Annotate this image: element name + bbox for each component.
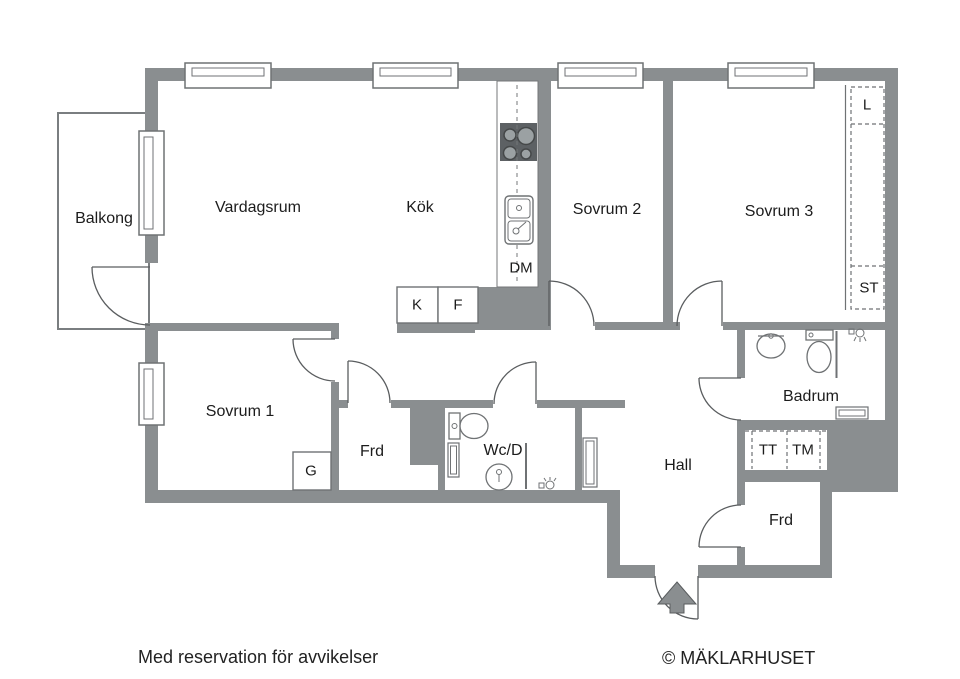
wall-segment: [827, 420, 898, 492]
room-label-badrum: Badrum: [782, 388, 840, 405]
wall-segment: [575, 408, 582, 490]
fixture-label-tm: TM: [792, 441, 814, 459]
disclaimer-text: Med reservation för avvikelser: [138, 647, 379, 667]
fixture-label-g: G: [305, 462, 317, 480]
radiator-icon: [447, 442, 460, 478]
shower-head-icon: [538, 477, 557, 490]
room-label-vardagsrum: Vardagsrum: [215, 199, 301, 216]
room-label-sovrum3: Sovrum 3: [744, 203, 814, 220]
door-swing-sovrum2: [548, 280, 595, 327]
wall-segment: [475, 287, 551, 330]
kitchen-counter: [496, 80, 539, 288]
wall-segment: [145, 325, 158, 503]
wall-segment: [820, 482, 832, 578]
wall-segment: [145, 323, 339, 331]
door-swing-sovrum3: [676, 280, 723, 327]
entrance-arrow-icon: [656, 581, 698, 614]
wc-sink-icon: [485, 463, 513, 491]
room-label-frd-entry: Frd: [769, 512, 793, 529]
bathroom-sink-icon: [756, 333, 786, 359]
stove-icon: [500, 123, 537, 161]
wall-segment: [331, 400, 348, 408]
fixture-label-dm: DM: [509, 259, 533, 277]
wall-segment: [738, 420, 827, 430]
wall-segment: [885, 68, 898, 430]
fixture-label-f: F: [453, 296, 463, 314]
wall-segment: [663, 81, 673, 322]
room-label-frd-inner: Frd: [360, 443, 384, 460]
copyright-text: © MÄKLARHUSET: [662, 648, 816, 668]
wall-segment: [331, 382, 339, 490]
kitchen-sink-icon: [504, 195, 534, 245]
laundry-appliances: [745, 430, 827, 469]
wall-segment: [698, 565, 832, 578]
wall-segment: [145, 68, 898, 81]
fixture-label-tt: TT: [758, 441, 778, 459]
wall-segment: [537, 400, 625, 408]
wall-segment: [145, 490, 620, 503]
radiator-icon: [582, 437, 598, 488]
door-swing-wcd: [493, 361, 537, 405]
wall-segment: [737, 547, 745, 568]
wall-segment: [438, 465, 445, 490]
wall-segment: [410, 400, 445, 465]
door-swing-frd-entry: [698, 504, 742, 548]
room-label-sovrum2: Sovrum 2: [572, 201, 642, 218]
wall-segment: [445, 400, 493, 408]
radiator-icon: [835, 406, 869, 420]
room-label-wcd: Wc/D: [483, 442, 523, 459]
wall-segment: [397, 323, 475, 333]
fixture-label-k: K: [411, 296, 423, 314]
wall-segment: [595, 322, 680, 330]
wall-segment: [538, 81, 551, 322]
wall-segment: [607, 490, 620, 578]
toilet-icon: [448, 412, 489, 440]
wall-segment: [737, 420, 745, 505]
toilet-icon: [805, 329, 834, 374]
wall-segment: [391, 400, 410, 408]
fridge-box: [396, 286, 479, 324]
shower-head-icon: [848, 328, 867, 342]
room-label-balkong: Balkong: [75, 210, 133, 227]
fixture-label-l: L: [862, 96, 872, 114]
door-swing-frd-inner: [347, 360, 391, 404]
wall-segment: [331, 331, 339, 339]
wall-segment: [737, 470, 832, 482]
wall-segment: [737, 330, 745, 378]
fixture-label-st: ST: [859, 279, 879, 297]
closet-strip: [844, 85, 885, 310]
door-swing-entrance: [654, 575, 699, 620]
wall-segment: [723, 322, 898, 330]
room-label-sovrum1: Sovrum 1: [205, 403, 275, 420]
door-swing-sovrum1: [292, 338, 336, 382]
room-label-kok: Kök: [406, 199, 434, 216]
wall-segment: [145, 68, 158, 263]
door-swing-badrum: [698, 377, 742, 421]
room-label-hall: Hall: [664, 457, 692, 474]
